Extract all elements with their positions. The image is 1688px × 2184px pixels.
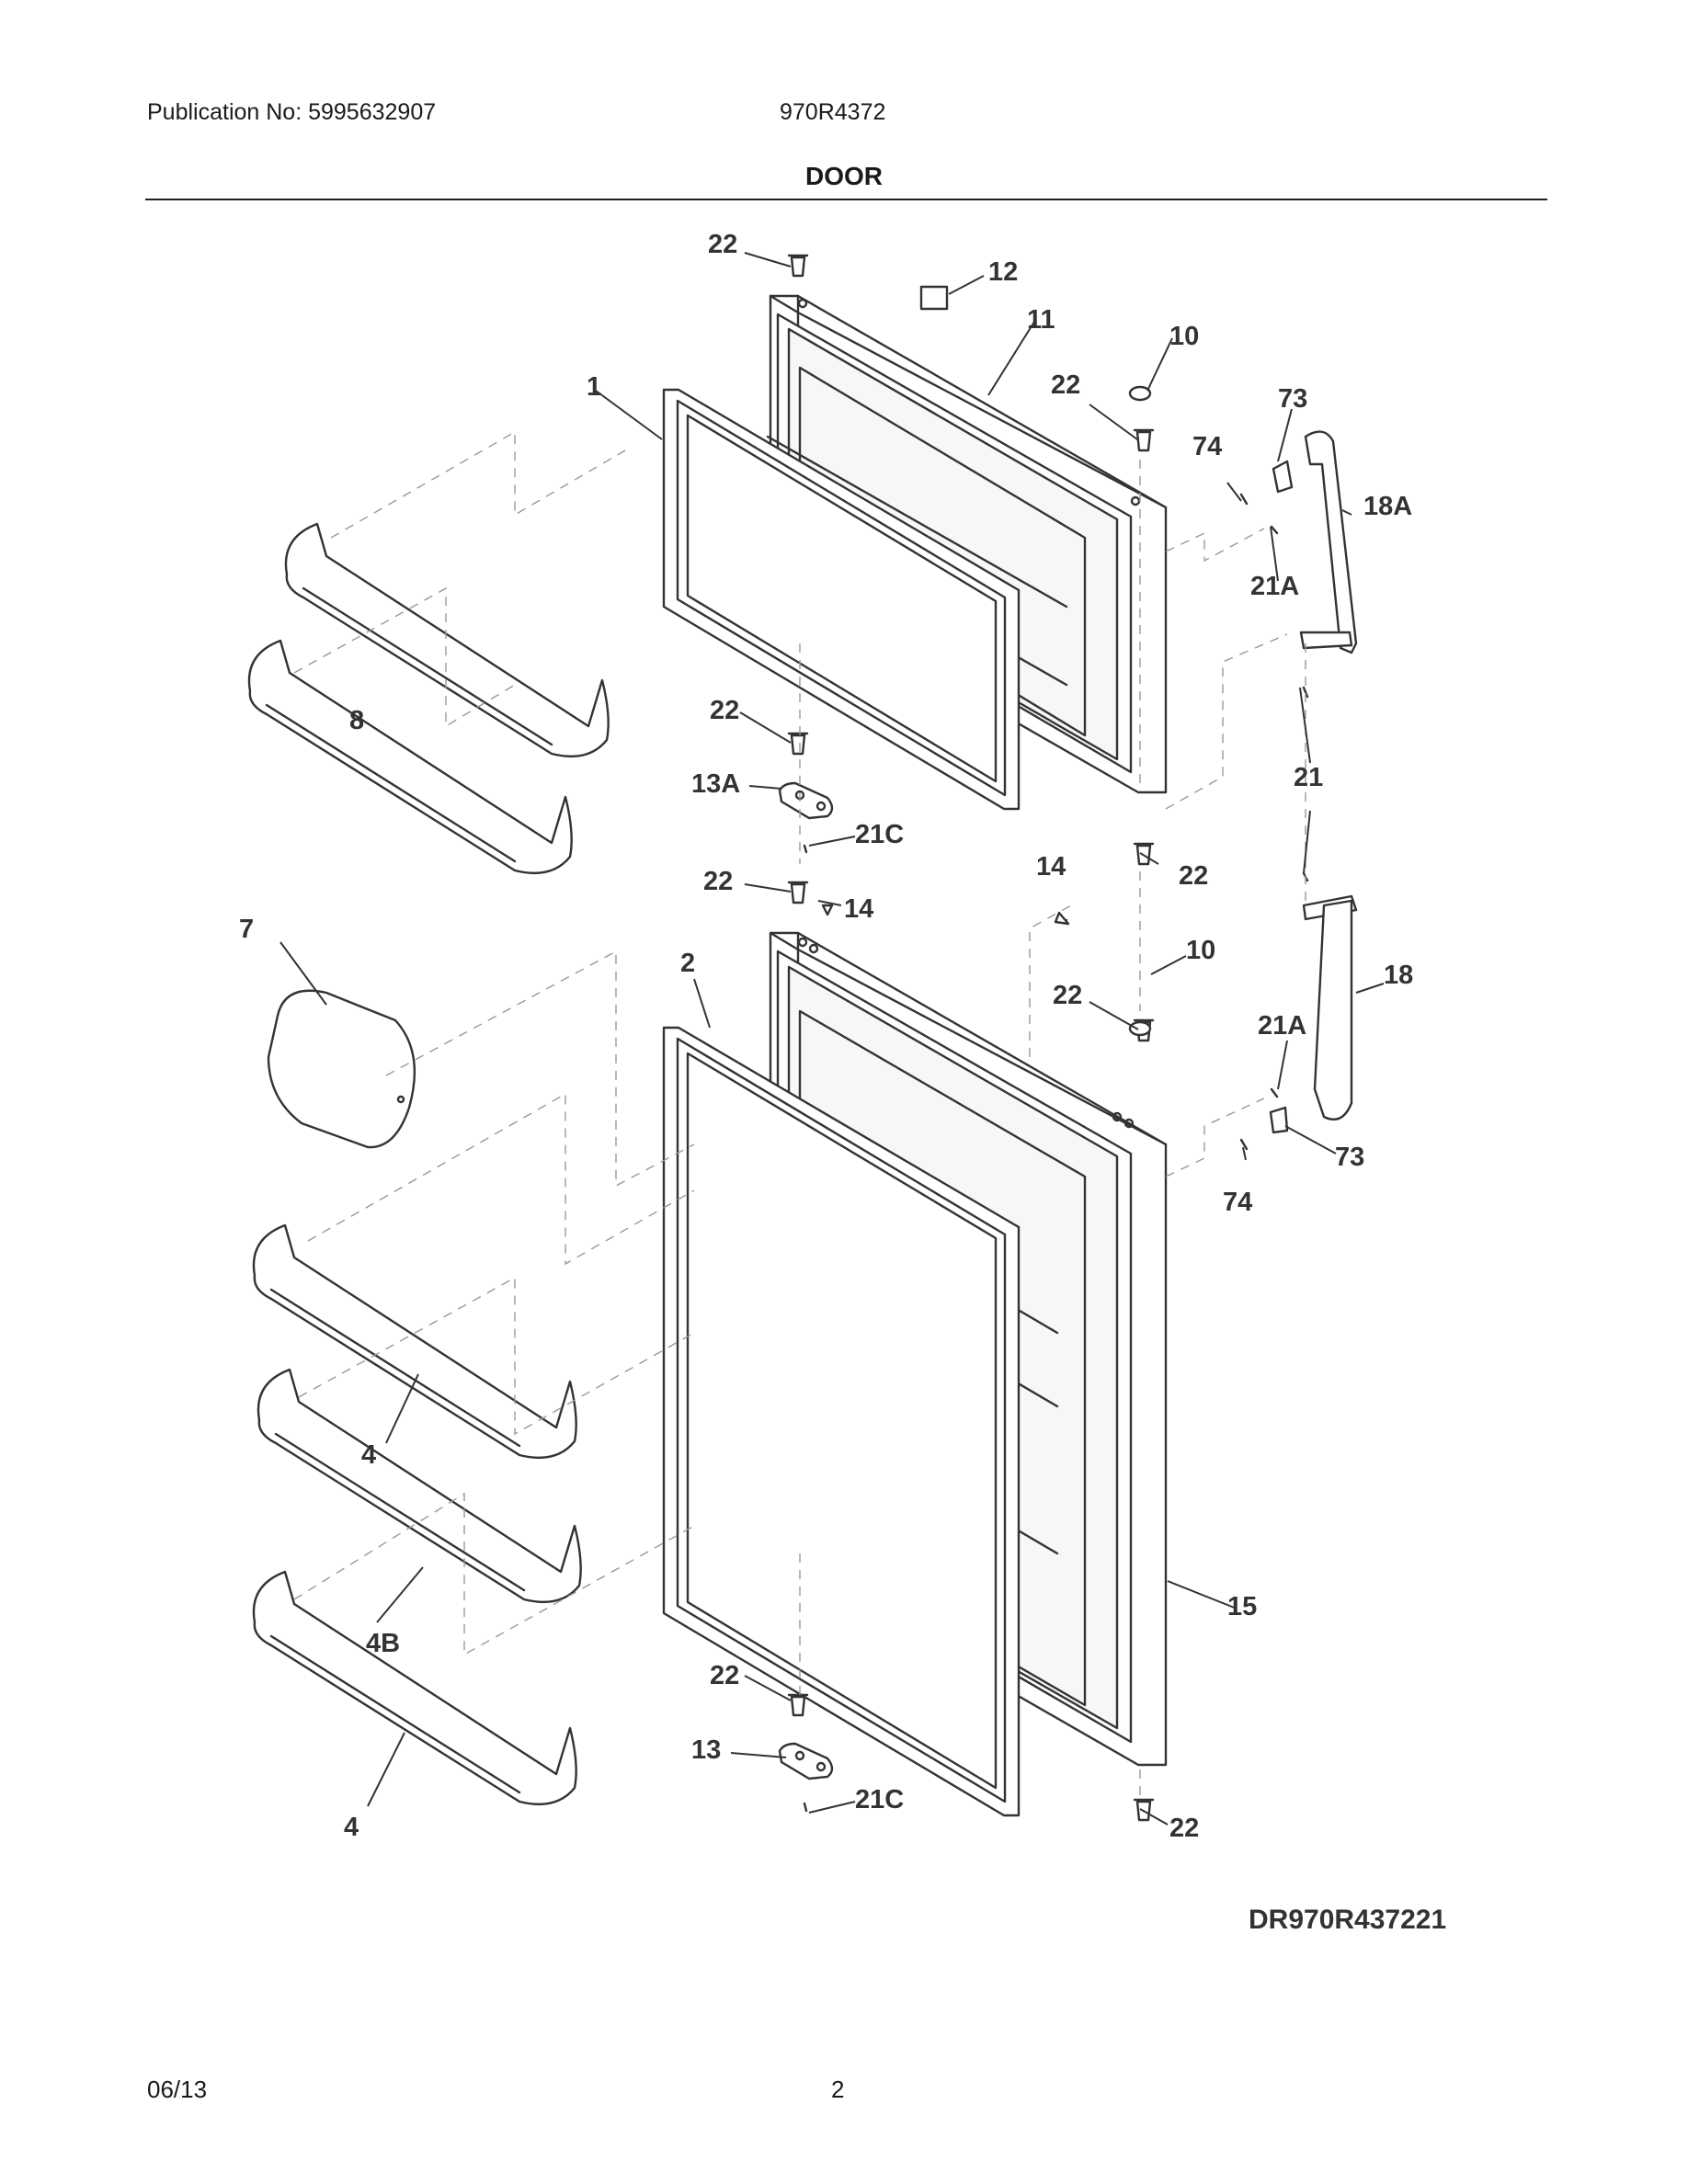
callout-74: 74 [1192,432,1222,461]
callout-13a: 13A [691,769,740,799]
callout-22: 22 [1179,861,1208,891]
leader-lines [279,252,1385,1826]
freezer-door-bin-upper [284,522,610,757]
middle-hinge [778,781,834,820]
publication-number: Publication No: 5995632907 [147,99,437,125]
callout-22: 22 [708,230,737,259]
callout-22: 22 [703,867,733,896]
callout-21c: 21C [855,1785,904,1814]
bottom-hinge [778,1742,834,1780]
callout-1: 1 [587,372,601,402]
callout-labels: 22 12 11 10 22 73 1 74 18A 21A 8 22 13A … [239,230,1413,1843]
callout-22: 22 [1051,370,1080,400]
callout-22: 22 [710,696,739,725]
callout-4: 4 [344,1813,359,1842]
header-divider [145,199,1547,200]
callout-4: 4 [361,1440,376,1470]
callout-15: 15 [1227,1592,1257,1621]
callout-73: 73 [1278,384,1307,414]
callout-21a: 21A [1250,572,1299,601]
callout-8: 8 [349,706,364,735]
callout-18a: 18A [1363,492,1412,521]
fresh-food-door-bin-bottom [252,1570,577,1805]
callout-7: 7 [239,915,254,944]
callout-10: 10 [1169,322,1199,351]
callout-21: 21 [1294,763,1323,792]
callout-21a: 21A [1258,1011,1306,1041]
callout-21c: 21C [855,820,904,849]
callout-74: 74 [1223,1188,1252,1217]
freezer-door-bin-lower [247,639,573,874]
footer-date: 06/13 [147,2076,208,2103]
callout-11: 11 [1027,305,1055,335]
callout-10: 10 [1186,936,1215,965]
fresh-food-door-gasket [662,1026,1021,1817]
callout-14: 14 [1036,852,1066,882]
freezer-door-handle [1272,430,1358,654]
callout-4b: 4B [366,1629,400,1658]
fresh-food-door-bin-middle [257,1368,582,1603]
callout-13: 13 [691,1735,721,1765]
callout-22: 22 [1053,981,1082,1010]
callout-22: 22 [710,1661,739,1690]
section-title: DOOR [805,162,883,190]
callout-14: 14 [844,894,873,924]
fresh-food-door-handle [1269,894,1358,1134]
callout-18: 18 [1384,961,1413,990]
freezer-door-gasket [662,388,1021,811]
diagram-code: DR970R437221 [1249,1905,1447,1935]
callout-73: 73 [1335,1143,1364,1172]
callout-22: 22 [1169,1814,1199,1843]
model-number: 970R4372 [780,99,886,125]
fresh-food-door-bin-top [252,1223,577,1459]
callout-12: 12 [988,257,1018,287]
dairy-bin [267,989,416,1149]
page-number: 2 [831,2076,845,2103]
callout-2: 2 [680,949,695,978]
